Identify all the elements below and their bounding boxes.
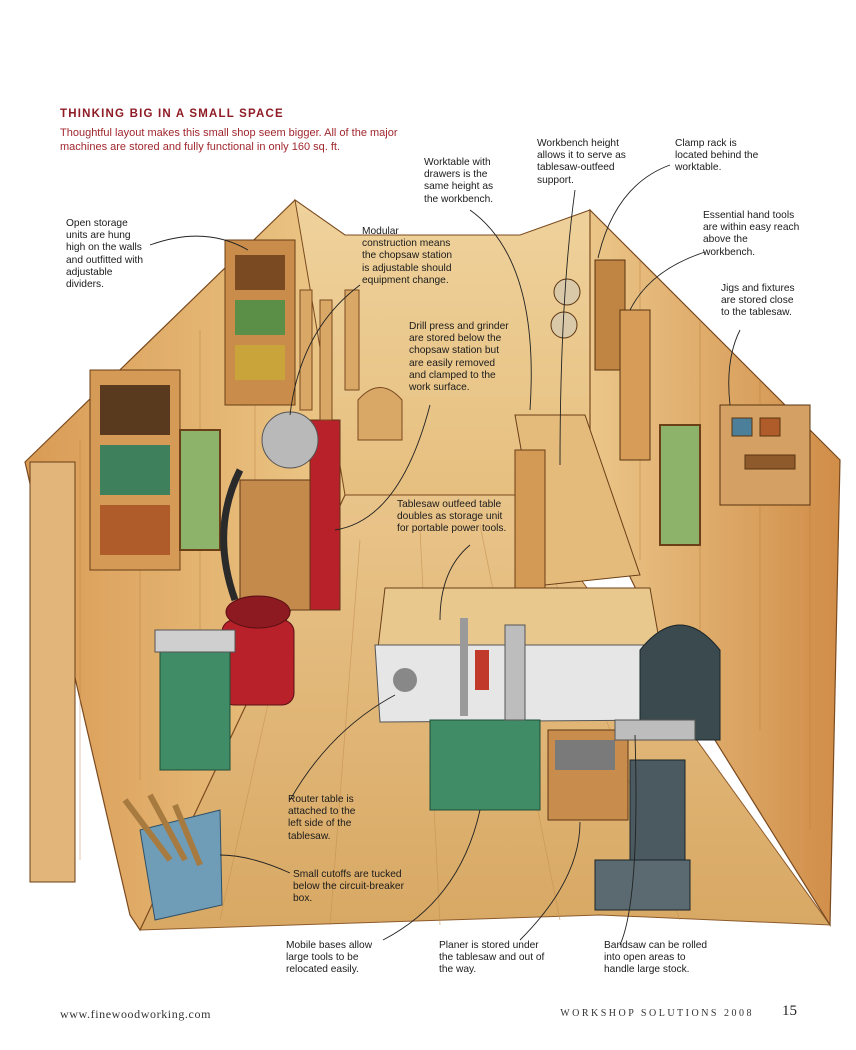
open-storage-units [29, 239, 296, 883]
planer [547, 729, 629, 821]
right-window [659, 424, 701, 546]
callout-jigs: Jigs and fixtures are stored close to th… [721, 283, 795, 319]
callout-bandsaw: Bandsaw can be rolled into open areas to… [604, 940, 708, 976]
callout-workbench-height: Workbench height allows it to serve as t… [537, 138, 626, 186]
article-subheading: Thoughtful layout makes this small shop … [60, 127, 398, 153]
callout-planer: Planer is stored under the tablesaw and … [439, 940, 545, 976]
footer-website: www.finewoodworking.com [60, 1007, 211, 1021]
tablesaw [374, 618, 666, 811]
article-heading: THINKING BIG IN A SMALL SPACE [60, 108, 284, 120]
back-wall-items [299, 289, 403, 441]
callout-drill-press: Drill press and grinder are stored below… [409, 321, 509, 394]
callout-mobile-bases: Mobile bases allow large tools to be rel… [286, 940, 373, 976]
callout-modular-construction: Modular construction means the chopsaw s… [362, 226, 453, 286]
shop-vacuum [220, 468, 295, 706]
callout-router-table: Router table is attached to the left sid… [288, 794, 356, 842]
chopsaw-station [239, 411, 341, 611]
clamp-rack [550, 259, 651, 461]
footer-publication: WORKSHOP SOLUTIONS 2008 [560, 1008, 754, 1019]
jointer [154, 629, 236, 771]
bandsaw [594, 624, 721, 911]
cutoff-bin [122, 793, 223, 921]
callout-worktable: Worktable with drawers is the same heigh… [424, 157, 494, 205]
callout-hand-tools: Essential hand tools are within easy rea… [703, 210, 800, 258]
left-window [179, 429, 221, 551]
workbench [514, 414, 641, 591]
callout-outfeed-table: Tablesaw outfeed table doubles as storag… [397, 499, 507, 535]
jigs-shelf [719, 404, 811, 506]
callout-open-storage: Open storage units are hung high on the … [66, 218, 144, 291]
callout-leaders [149, 164, 741, 946]
callout-clamp-rack: Clamp rack is located behind the worktab… [675, 138, 759, 174]
page-number: 15 [782, 1003, 797, 1019]
callout-small-cutoffs: Small cutoffs are tucked below the circu… [293, 869, 404, 905]
